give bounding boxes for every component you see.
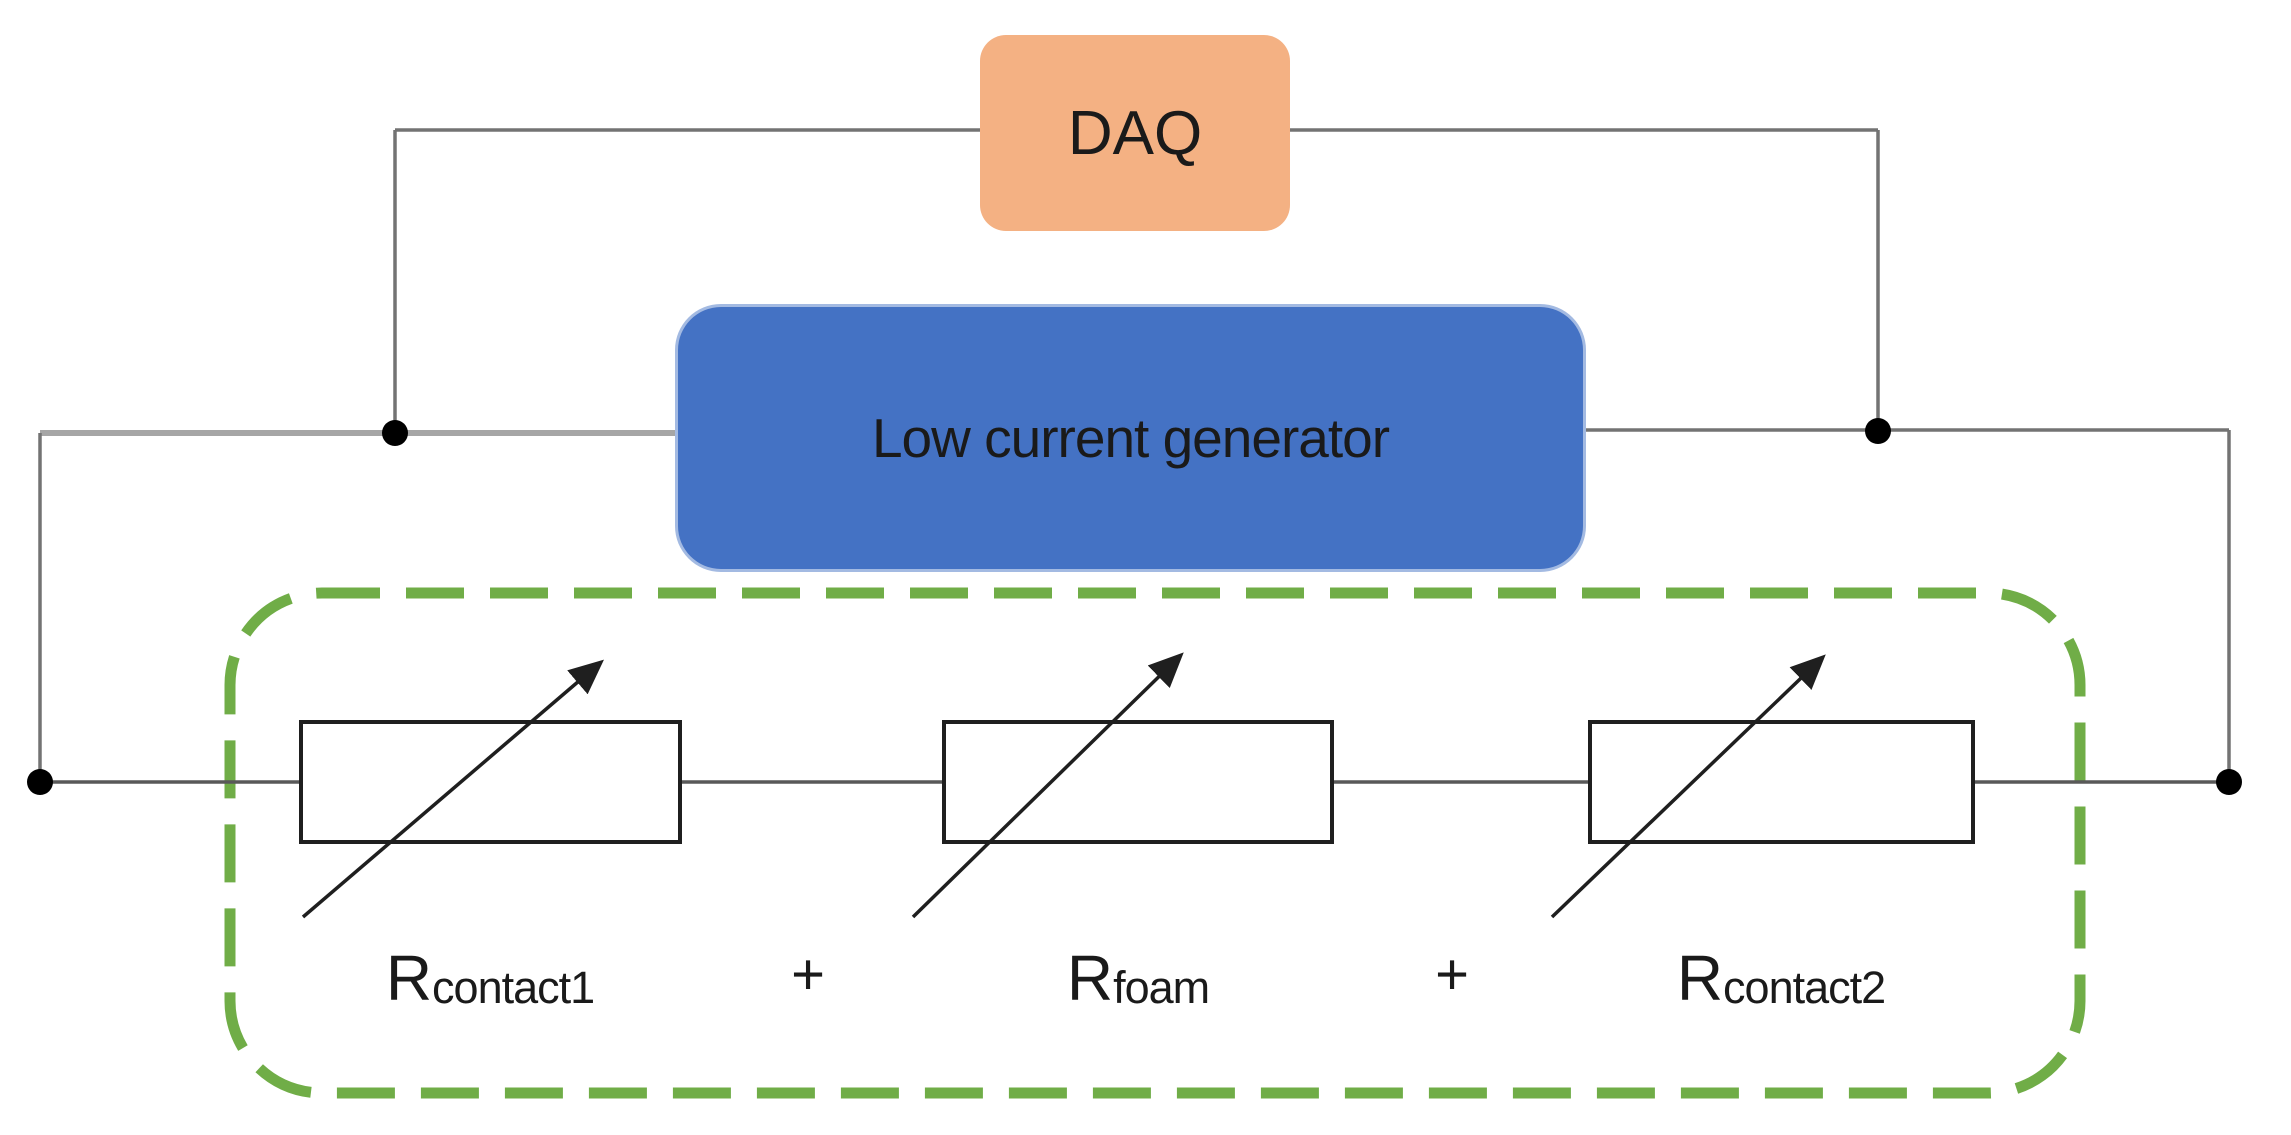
junction-dot-icon <box>1865 418 1891 444</box>
variable-resistor-arrow-icon <box>911 652 1184 919</box>
low-current-generator-block: Low current generator <box>675 304 1586 572</box>
variable-resistor-arrow-icon <box>1550 654 1826 919</box>
variable-resistor-arrow-icon <box>301 659 604 919</box>
resistor-subscript: foam <box>1113 962 1210 1013</box>
daq-block: DAQ <box>980 35 1290 231</box>
dashed-measurement-region <box>224 587 2086 1099</box>
resistor-foam-body <box>942 720 1334 844</box>
low-current-generator-label: Low current generator <box>871 407 1390 469</box>
resistor-contact2-label: Rcontact2 <box>1677 946 1886 1013</box>
resistor-subscript: contact2 <box>1723 962 1886 1013</box>
resistor-contact1-label: Rcontact1 <box>386 946 595 1013</box>
junction-dot-icon <box>382 420 408 446</box>
resistor-foam-label: Rfoam <box>1067 946 1210 1013</box>
junction-dot-icon <box>27 769 53 795</box>
plus-operator: + <box>791 942 825 1007</box>
junction-dot-icon <box>2216 769 2242 795</box>
daq-block-label: DAQ <box>1067 98 1203 168</box>
resistor-symbol: R <box>385 942 433 1014</box>
plus-operator: + <box>1435 942 1469 1007</box>
resistor-contact1-body <box>299 720 682 844</box>
resistor-symbol: R <box>1676 942 1724 1014</box>
resistor-contact2-body <box>1588 720 1975 844</box>
resistor-symbol: R <box>1066 942 1114 1014</box>
resistor-subscript: contact1 <box>432 962 595 1013</box>
